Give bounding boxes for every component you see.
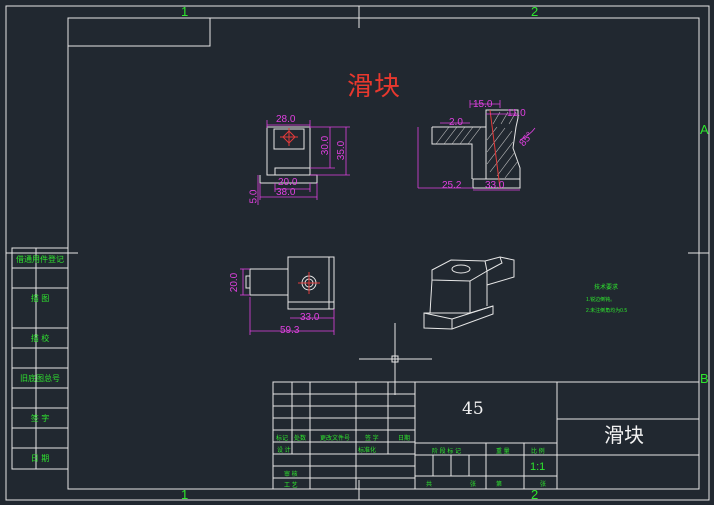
- iso-view: [423, 256, 515, 330]
- tb-total: 共: [426, 482, 433, 488]
- tb-check: 审 核: [284, 472, 298, 478]
- top-left-box: [68, 18, 211, 47]
- side-view: [431, 109, 521, 189]
- side-label-4: 旧底图总号: [20, 374, 60, 383]
- dim-side-b2: 33.0: [485, 180, 505, 191]
- grid-row-a: A: [700, 122, 709, 137]
- grid-row-b: B: [700, 371, 709, 386]
- dim-plan-b1: 33.0: [300, 312, 320, 323]
- tb-count: 处数: [294, 436, 307, 442]
- notes-title: 技术要求: [594, 285, 619, 291]
- tb-mark: 标记: [276, 436, 289, 442]
- dim-front-top: 28.0: [276, 114, 296, 125]
- notes-line-1: 1.锐边倒钝。: [586, 297, 616, 303]
- grid-col-1-bottom: 1: [181, 487, 189, 502]
- dim-front-b1: 20.0: [278, 177, 298, 188]
- tb-design: 设 计: [277, 448, 291, 454]
- dim-plan-left: 20.0: [229, 272, 241, 293]
- side-dims: [417, 100, 536, 191]
- scale-value: 1:1: [530, 461, 546, 473]
- drawing-title: 滑块: [347, 72, 402, 102]
- side-label-5: 签 字: [30, 414, 50, 423]
- dim-front-left: 5.0: [248, 189, 260, 204]
- tb-weight: 重 量: [496, 449, 510, 455]
- title-block-name: 滑块: [604, 423, 644, 447]
- title-block-lines: [272, 381, 700, 490]
- side-strip: [11, 247, 69, 470]
- top-view: [245, 256, 335, 310]
- dim-side-top2: 2.0: [449, 117, 463, 128]
- tb-doc: 更改文件号: [320, 436, 351, 442]
- dim-plan-b2: 59.3: [280, 325, 300, 336]
- dim-side-top3: 11.0: [507, 108, 526, 119]
- dim-front-b2: 38.0: [276, 187, 296, 198]
- side-hatch: [435, 111, 519, 179]
- notes-line-2: 2.未注倒角均为0.5: [586, 308, 628, 314]
- dim-side-top1: 15.0: [473, 99, 493, 110]
- side-label-6: 日 期: [30, 454, 50, 463]
- front-dims: [257, 120, 350, 205]
- material-label: 45: [462, 399, 484, 419]
- side-label-2: 描 图: [30, 294, 50, 303]
- tb-sign: 签 字: [365, 436, 379, 442]
- tb-ratio: 比 例: [531, 449, 545, 455]
- tb-page: 第: [496, 482, 503, 488]
- dim-front-h2: 35.0: [336, 140, 348, 161]
- grid-col-2-bottom: 2: [531, 487, 539, 502]
- tb-std: 标准化: [358, 448, 377, 454]
- side-label-1: 借通用件登记: [16, 255, 64, 264]
- side-label-3: 描 校: [30, 334, 50, 343]
- dim-side-b1: 25.2: [442, 180, 462, 191]
- tb-sheet: 张: [470, 482, 477, 488]
- tb-craft: 工 艺: [284, 483, 298, 489]
- tb-date: 日期: [398, 436, 411, 442]
- grid-col-1-top: 1: [181, 4, 189, 19]
- crosshair-cursor: [359, 323, 432, 395]
- dim-front-h1: 30.0: [320, 135, 332, 156]
- tb-page2: 张: [540, 482, 547, 488]
- top-dims: [240, 268, 335, 335]
- grid-col-2-top: 2: [531, 4, 539, 19]
- tb-stage: 阶 段 标 记: [432, 449, 462, 455]
